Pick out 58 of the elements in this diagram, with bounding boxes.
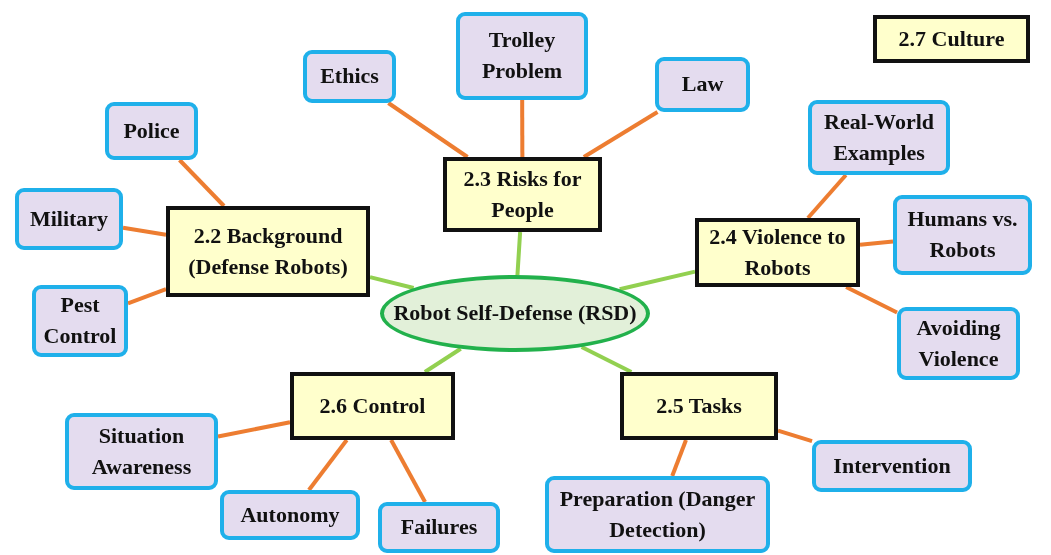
connector-line (806, 173, 848, 220)
node-label: Trolley Problem (480, 26, 564, 85)
subtopic-box (808, 100, 950, 175)
node-label: Avoiding Violence (915, 313, 1002, 373)
connector-line (670, 439, 688, 477)
topic-box (695, 218, 860, 287)
connector-line (859, 239, 894, 247)
connector-line (389, 439, 427, 503)
topic-box (873, 15, 1030, 63)
connector-line (122, 225, 167, 237)
topic-box (620, 372, 778, 440)
topic-box (290, 372, 455, 440)
connector-line (515, 231, 523, 276)
node-label: Preparation (Danger Detection) (558, 484, 757, 544)
node-label: 2.4 Violence to Robots (708, 222, 847, 282)
connector-line (387, 101, 469, 159)
subtopic-box (456, 12, 588, 100)
node-label: 2.5 Tasks (655, 391, 743, 420)
connector-line (520, 100, 525, 157)
node-label: Humans vs. Robots (906, 205, 1019, 264)
node-label: Autonomy (239, 500, 341, 529)
node-label: Situation Awareness (90, 421, 193, 481)
subtopic-box (655, 57, 750, 112)
connector-line (127, 287, 167, 306)
topic-box (443, 157, 602, 232)
subtopic-box (65, 413, 218, 490)
subtopic-box (220, 490, 360, 540)
connector-line (845, 285, 898, 315)
subtopic-box (303, 50, 396, 103)
connector-line (369, 275, 415, 290)
connector-line (582, 110, 659, 159)
subtopic-box (893, 195, 1032, 275)
subtopic-box (105, 102, 198, 160)
connector-line (178, 158, 226, 208)
node-label: Robot Self-Defense (RSD) (392, 299, 638, 328)
node-label: Ethics (319, 62, 380, 91)
node-label: Intervention (832, 451, 952, 480)
subtopic-box (15, 188, 123, 250)
node-label: Law (680, 70, 725, 99)
node-label: Police (122, 116, 181, 145)
connector-line (619, 269, 696, 292)
topic-box (166, 206, 370, 297)
node-label: Military (28, 204, 110, 233)
node-label: 2.6 Control (318, 391, 427, 420)
subtopic-box (897, 307, 1020, 380)
node-label: Failures (399, 513, 479, 542)
subtopic-box (32, 285, 128, 357)
subtopic-box (812, 440, 972, 492)
subtopic-box (378, 502, 500, 553)
node-label: 2.3 Risks for People (462, 164, 583, 224)
connector-line (777, 428, 813, 444)
node-label: Real-World Examples (823, 107, 935, 167)
connector-line (217, 420, 291, 439)
node-label: Pest Control (42, 291, 118, 350)
subtopic-box (545, 476, 770, 553)
node-label: 2.7 Culture (897, 24, 1006, 53)
connector-line (307, 438, 349, 492)
node-label: 2.2 Background (Defense Robots) (187, 221, 349, 281)
